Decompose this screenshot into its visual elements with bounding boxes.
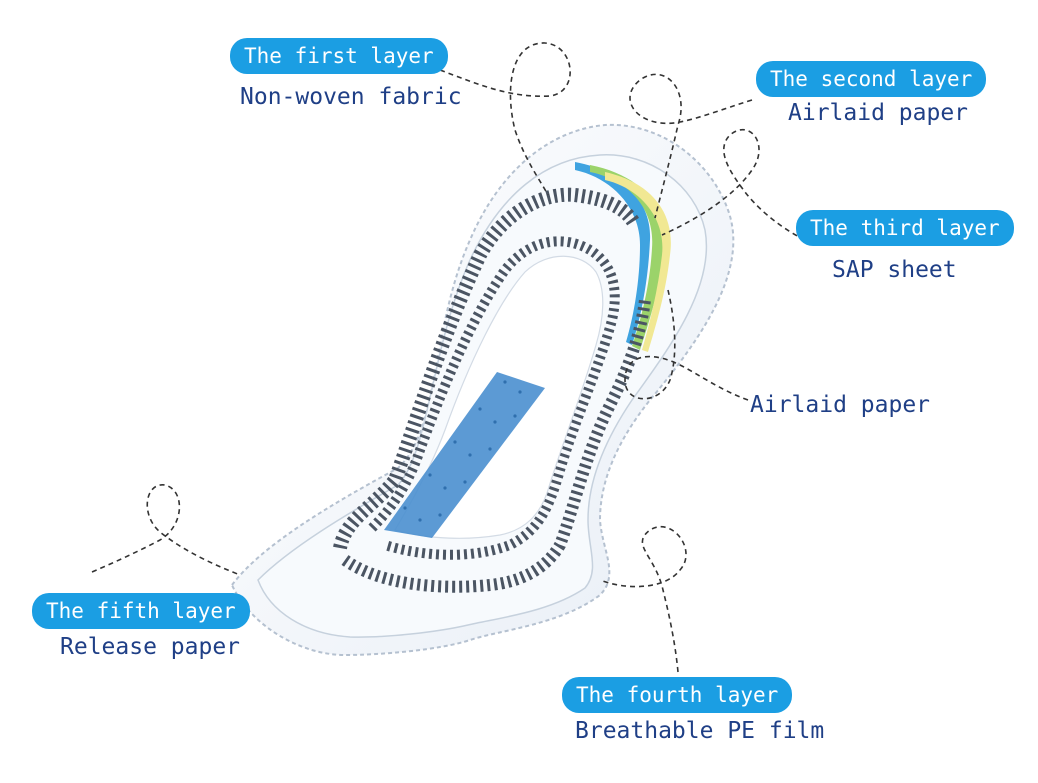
hatched-channel-outer (333, 187, 642, 550)
second-layer-title: The second layer (756, 61, 987, 97)
leader-first-layer (439, 42, 571, 196)
third-layer-title: The third layer (796, 210, 1014, 246)
hatched-channel-outer-return (341, 299, 651, 593)
layer-edge-blue (575, 162, 651, 345)
fourth-layer-title: The fourth layer (562, 677, 793, 713)
second-layer-desc: Airlaid paper (788, 100, 969, 126)
first-layer-title: The first layer (230, 38, 448, 74)
fifth-layer-desc: Release paper (60, 634, 241, 660)
leader-fourth-layer (599, 526, 687, 673)
first-layer-desc: Non-woven fabric (240, 84, 462, 110)
blue-adhesive-strip (384, 372, 545, 538)
hatched-channel-inner (368, 236, 620, 560)
layer-edge-yellow (605, 172, 671, 352)
airlaid-paper-desc: Airlaid paper (750, 392, 931, 418)
third-layer-desc: SAP sheet (832, 257, 957, 283)
strip-dots (403, 380, 522, 522)
leader-airlaid (624, 289, 749, 401)
leader-third-layer (661, 128, 806, 241)
fourth-layer-desc: Breathable PE film (575, 718, 825, 744)
fifth-layer-title: The fifth layer (32, 593, 250, 629)
leader-fifth-layer (91, 484, 241, 576)
